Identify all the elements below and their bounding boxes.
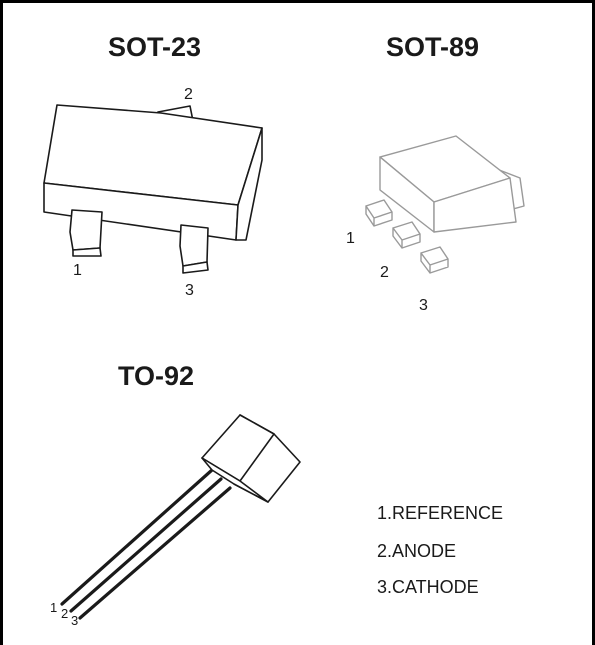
sot23-title: SOT-23 bbox=[108, 32, 202, 62]
sot23-body-right bbox=[235, 127, 263, 241]
sot89-pin-1 bbox=[365, 199, 393, 227]
to92-lead-1 bbox=[60, 468, 214, 606]
sot89-pin-label-3: 3 bbox=[419, 297, 428, 314]
sot23-pin-label-3: 3 bbox=[185, 282, 194, 299]
sot89-pin-2 bbox=[392, 221, 421, 249]
sot89-pin-label-1: 1 bbox=[346, 230, 355, 247]
pin-legend-1: 1.REFERENCE bbox=[377, 503, 504, 523]
to92-pin-label-3: 3 bbox=[71, 613, 79, 628]
sot23-pin-label-1: 1 bbox=[73, 262, 82, 279]
to92-pin-label-2: 2 bbox=[61, 606, 69, 621]
to92-body-bottom bbox=[201, 457, 269, 503]
sot23-pin-label-2: 2 bbox=[184, 86, 193, 103]
sot89-title: SOT-89 bbox=[386, 32, 480, 62]
to92-lead-2 bbox=[69, 477, 223, 613]
pin-legend-2: 2.ANODE bbox=[377, 541, 457, 561]
to92-lead-3 bbox=[78, 486, 232, 620]
sot89-pin-3 bbox=[420, 246, 449, 274]
sot89-pin-label-2: 2 bbox=[380, 264, 389, 281]
sot89-body-right bbox=[433, 177, 517, 233]
to92-title: TO-92 bbox=[118, 361, 195, 391]
pin-legend-3: 3.CATHODE bbox=[377, 577, 479, 597]
to92-pin-label-1: 1 bbox=[50, 600, 58, 615]
